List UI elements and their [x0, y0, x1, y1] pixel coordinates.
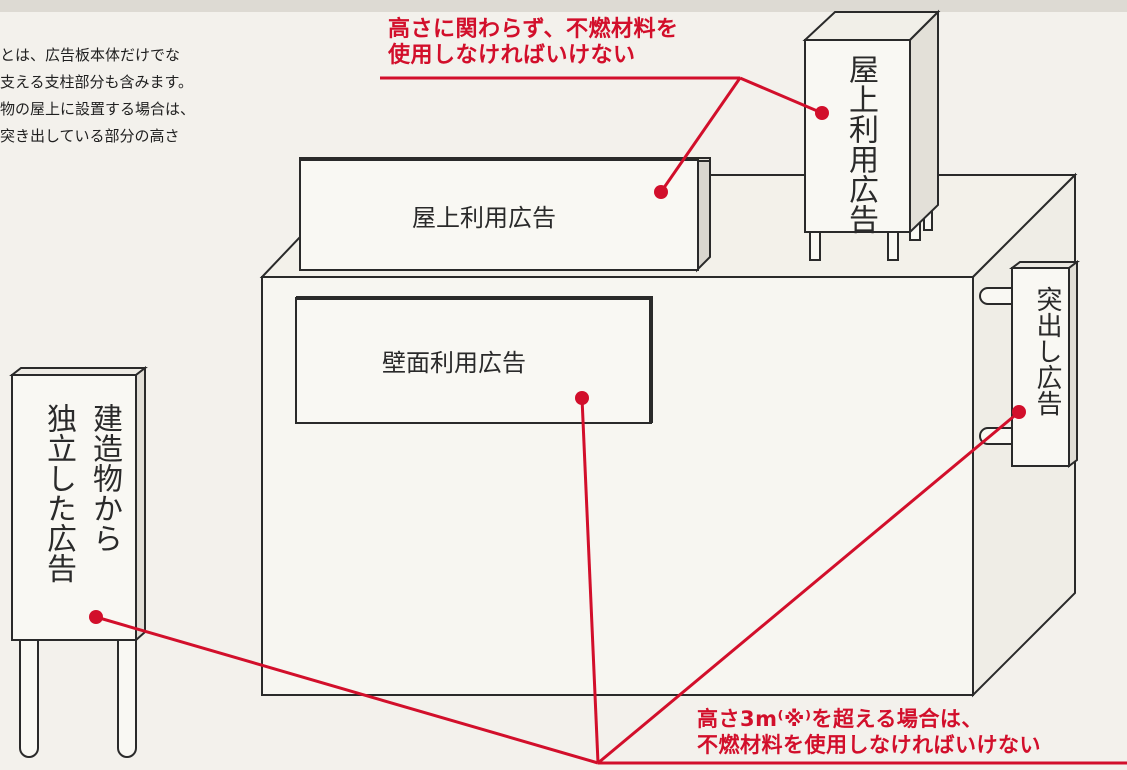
callout-lines — [95, 76, 1127, 765]
wall-sign — [295, 296, 653, 424]
dot-rooftop-vertical — [815, 106, 829, 120]
intro-line: 支える支柱部分も含みます。 — [0, 73, 194, 91]
label-projecting: 突出し広告 — [1032, 286, 1062, 416]
top-callout-line-1: 高さに関わらず、不燃材料を — [388, 17, 679, 42]
dot-projecting — [1012, 405, 1026, 419]
label-rooftop-horizontal: 屋上利用広告 — [412, 204, 556, 232]
label-freestanding-line-1: 建造物から — [87, 403, 122, 553]
top-callout: 高さに関わらず、不燃材料を 使用しなければいけない — [388, 17, 679, 69]
bottom-callout-line-1: 高さ3m⁽※⁾を超える場合は、 — [697, 707, 983, 731]
intro-line: とは、広告板本体だけでな — [0, 46, 181, 64]
leader-freestanding — [95, 615, 599, 765]
label-rooftop-vertical: 屋上利用広告 — [843, 54, 878, 234]
label-freestanding-line-2: 独立した広告 — [41, 403, 76, 583]
top-callout-line-2: 使用しなければいけない — [388, 43, 636, 68]
label-wall: 壁面利用広告 — [382, 349, 526, 377]
leader-wall — [580, 397, 600, 764]
projecting-sign — [979, 260, 1080, 468]
dot-freestanding — [89, 610, 103, 624]
top-edge-strip — [0, 0, 1127, 12]
leader-rooftop-vertical — [739, 76, 823, 115]
rooftop-sign-vertical — [802, 9, 941, 261]
intro-text: とは、広告板本体だけでな 支える支柱部分も含みます。 物の屋上に設置する場合は、… — [0, 42, 265, 192]
leader-projecting — [597, 410, 1020, 765]
leader-rooftop-horizontal — [659, 77, 742, 193]
intro-line: 物の屋上に設置する場合は、 — [0, 100, 196, 118]
bottom-callout-line-2: 不燃材料を使用しなければいけない — [697, 733, 1041, 757]
freestanding-sign — [9, 365, 148, 758]
callout-dots — [89, 106, 1026, 624]
bottom-callout: 高さ3m⁽※⁾を超える場合は、 不燃材料を使用しなければいけない — [697, 706, 1041, 758]
rooftop-sign-horizontal — [299, 157, 711, 273]
dot-rooftop-horizontal — [654, 185, 668, 199]
dot-wall — [575, 391, 589, 405]
intro-line: 突き出している部分の高さ — [0, 127, 180, 145]
